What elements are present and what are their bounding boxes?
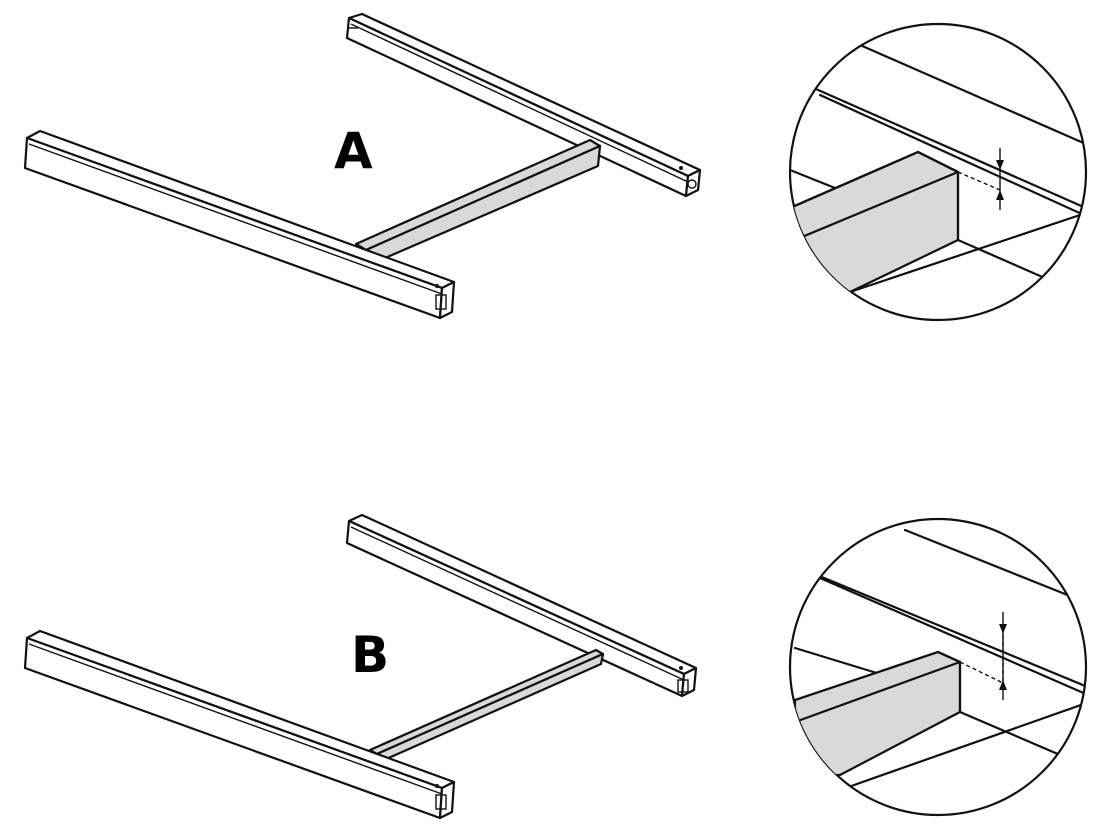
figure-b-label: B xyxy=(351,626,389,684)
figure-a-crossbar xyxy=(354,138,602,260)
figure-b: B xyxy=(23,513,698,820)
figure-b-back-rail xyxy=(345,513,698,698)
figure-a-label: A xyxy=(334,122,373,180)
figure-a-back-rail xyxy=(345,12,702,198)
figure-a-detail xyxy=(788,22,1088,322)
figure-a-front-rail xyxy=(23,129,456,320)
figure-b-front-rail xyxy=(23,629,456,820)
figure-a: A xyxy=(23,12,702,320)
figure-b-crossbar xyxy=(368,648,605,762)
figure-b-detail xyxy=(788,517,1088,817)
